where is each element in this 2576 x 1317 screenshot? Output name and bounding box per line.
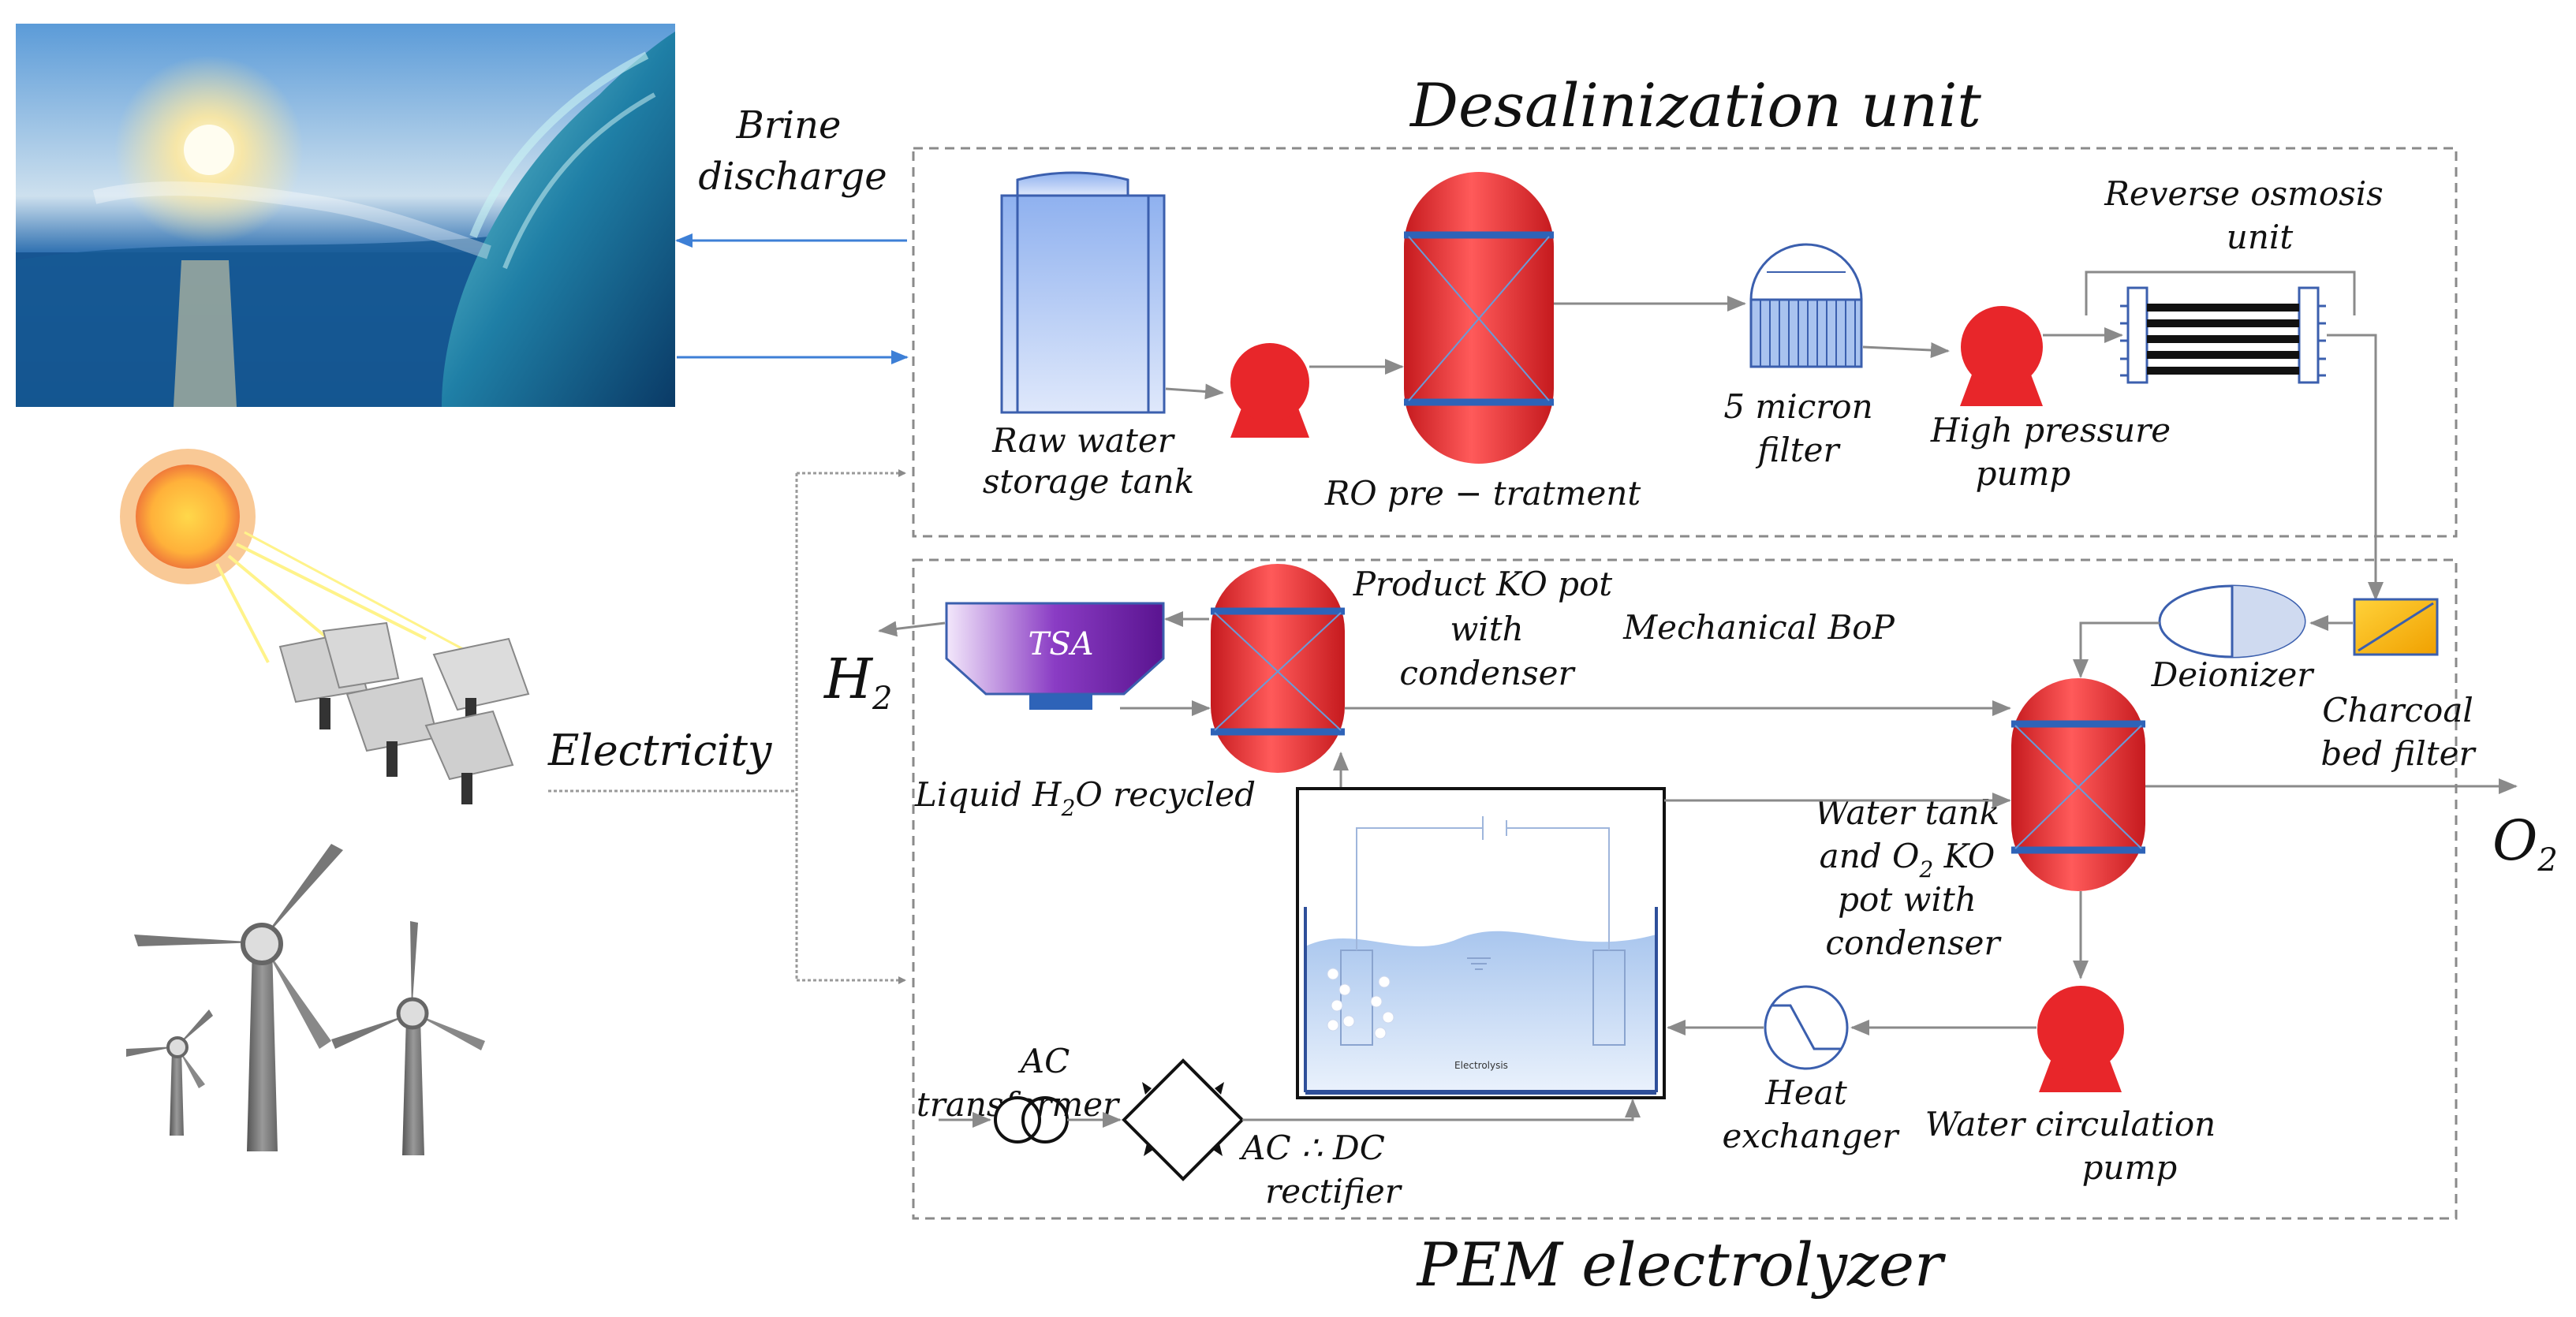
water-tank-o2-ko-pot xyxy=(2011,678,2145,891)
brine-label-1: Brine xyxy=(736,103,842,147)
sea-wave-photo xyxy=(16,24,675,407)
electricity-label: Electricity xyxy=(547,726,773,775)
ro-unit-label-2: unit xyxy=(2227,218,2294,256)
micron-label-2: filter xyxy=(1755,431,1841,469)
hp-pump-label-2: pump xyxy=(1976,454,2071,493)
heat-exchanger xyxy=(1764,985,1849,1070)
desalinization-unit-box xyxy=(912,147,2458,538)
wt-label-1: Water tank xyxy=(1815,793,1999,832)
ro-pre-treatment-vessel xyxy=(1404,172,1554,464)
pem-electrolyzer-box xyxy=(912,558,2458,1220)
liquid-recycled-label: Liquid H2O recycled xyxy=(914,775,1256,821)
product-ko-pot xyxy=(1211,564,1345,773)
rectifier-label-1: AC ∴ DC xyxy=(1238,1129,1385,1167)
micron-label-1: 5 micron xyxy=(1723,387,1872,426)
high-pressure-pump xyxy=(1960,306,2043,406)
wc-pump-label-2: pump xyxy=(2082,1148,2178,1187)
mechanical-bop-label: Mechanical BoP xyxy=(1622,608,1895,647)
heat-exchanger-label-1: Heat xyxy=(1764,1073,1847,1112)
ac-dc-rectifier xyxy=(1122,1058,1245,1181)
wt-label-4: condenser xyxy=(1825,923,2002,962)
electrolysis-cell xyxy=(1296,787,1666,1099)
product-ko-label-1: Product KO pot xyxy=(1353,565,1613,603)
sun-icon xyxy=(120,449,474,663)
hp-pump-label-1: High pressure xyxy=(1930,411,2171,450)
raw-water-label-2: storage tank xyxy=(983,462,1194,501)
ro-unit-label-1: Reverse osmosis xyxy=(2104,174,2383,213)
product-ko-label-3: condenser xyxy=(1399,654,1576,692)
charcoal-bed-filter xyxy=(2353,598,2439,656)
reverse-osmosis-unit xyxy=(2120,286,2326,384)
product-ko-label-2: with xyxy=(1450,610,1523,648)
tsa-label: TSA xyxy=(1029,626,1094,662)
brine-label-2: discharge xyxy=(698,155,887,199)
o2-output-label: O2 xyxy=(2492,808,2558,879)
deionizer-label: Deionizer xyxy=(2151,655,2316,694)
deionizer xyxy=(2158,584,2306,658)
ro-pre-label: RO pre − tratment xyxy=(1324,474,1641,513)
charcoal-label-1: Charcoal xyxy=(2322,691,2473,729)
raw-water-label-1: Raw water xyxy=(991,421,1176,460)
raw-water-storage-tank xyxy=(1000,171,1166,414)
heat-exchanger-label-2: exchanger xyxy=(1722,1117,1900,1155)
rectifier-label-2: rectifier xyxy=(1265,1172,1403,1211)
water-circulation-pump xyxy=(2037,986,2124,1092)
ac-transformer xyxy=(994,1096,1069,1144)
micron-filter xyxy=(1749,243,1863,368)
pem-title: PEM electrolyzer xyxy=(1416,1229,1947,1300)
tsa-dryer xyxy=(945,602,1165,710)
wt-label-2: and O2 KO xyxy=(1820,837,1995,882)
desal-title: Desalinization unit xyxy=(1409,70,1981,140)
feed-pump xyxy=(1230,343,1309,438)
h2-output-label: H2 xyxy=(823,647,893,717)
ac-transformer-label-1: AC xyxy=(1017,1042,1070,1080)
charcoal-label-2: bed filter xyxy=(2320,734,2477,773)
solar-panels-icon xyxy=(278,621,530,804)
wt-label-3: pot with xyxy=(1838,880,1977,919)
wc-pump-label-1: Water circulation xyxy=(1925,1105,2216,1144)
electrolysis-caption: Electrolysis xyxy=(1454,1060,1508,1071)
wind-turbines-icon xyxy=(126,844,485,1155)
